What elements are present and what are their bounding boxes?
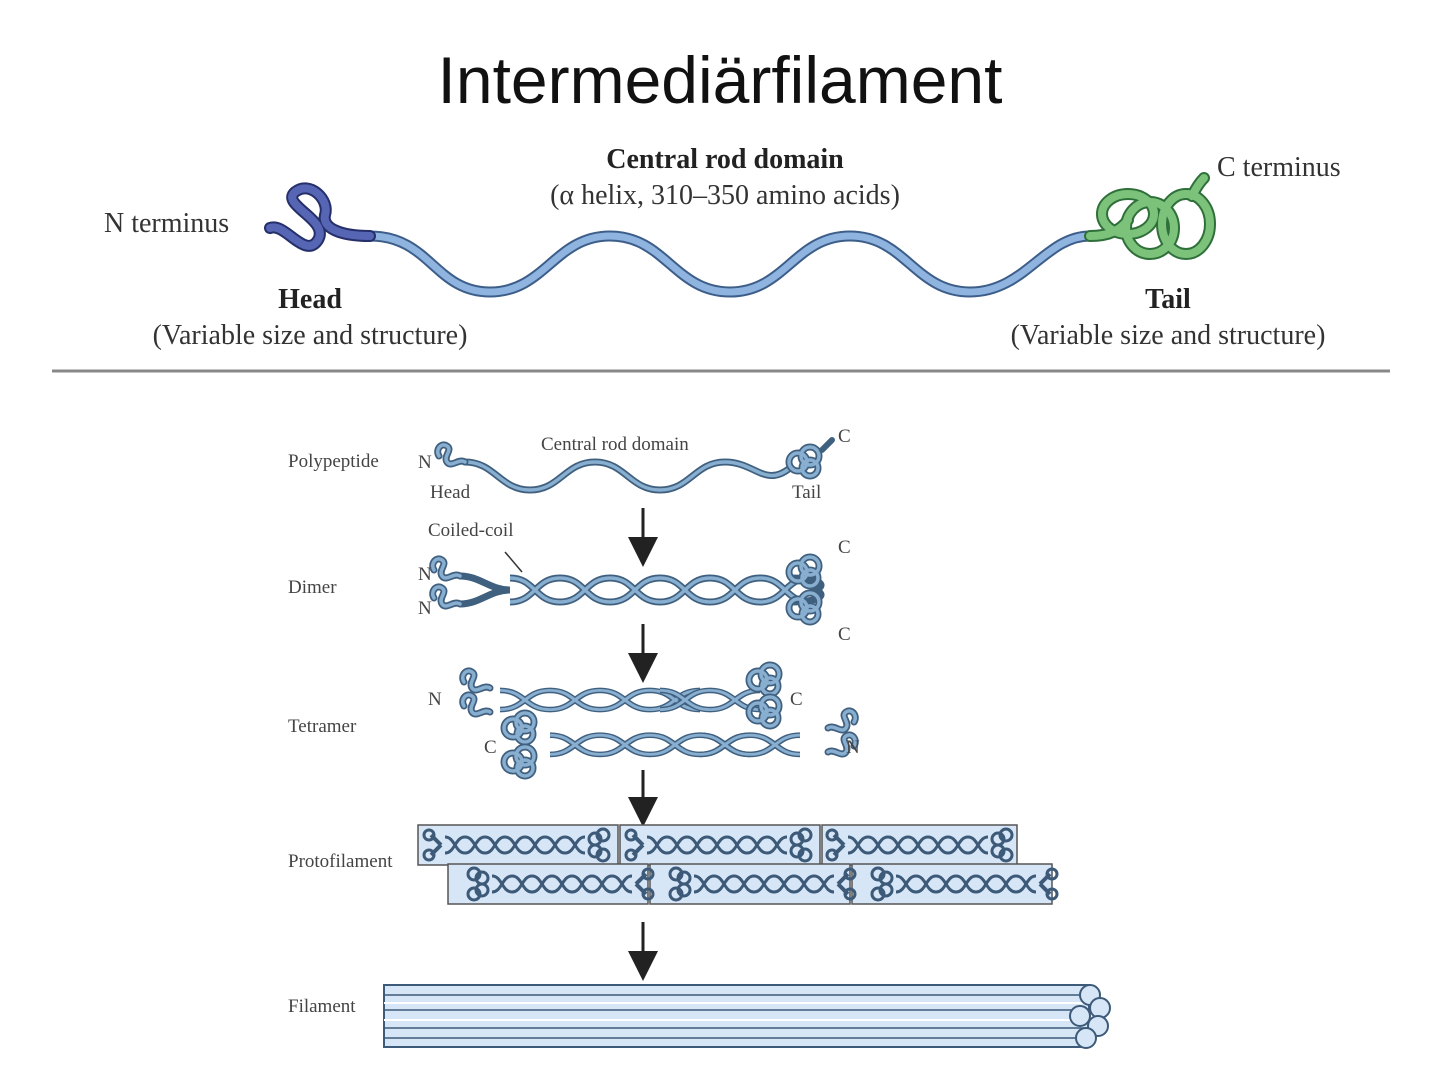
stage-tetramer: Tetramer — [288, 716, 357, 737]
tetramer-c2-label: C — [484, 737, 497, 758]
n-terminus-label: N terminus — [104, 208, 230, 239]
poly-n-label: N — [418, 452, 432, 473]
tetramer-n2-label: N — [846, 737, 860, 758]
dimer-n2-label: N — [418, 598, 432, 619]
head-label: Head — [278, 284, 342, 315]
tail-small-label: Tail — [792, 482, 822, 503]
stage-filament: Filament — [288, 996, 356, 1017]
tetramer-c1-label: C — [790, 689, 803, 710]
dimer-c2-label: C — [838, 624, 851, 645]
head-small-label: Head — [430, 482, 471, 503]
stage-polypeptide: Polypeptide — [288, 451, 379, 472]
polypeptide-diagram — [438, 437, 835, 494]
head-domain — [264, 182, 376, 252]
tail-domain — [1084, 172, 1216, 260]
tetramer-n1-label: N — [428, 689, 442, 710]
dimer-diagram — [433, 551, 825, 622]
page-title: Intermediärfilament — [437, 43, 1003, 117]
stage-protofilament: Protofilament — [288, 851, 393, 872]
dimer-c1-label: C — [838, 537, 851, 558]
tail-label: Tail — [1145, 284, 1191, 315]
tetramer-diagram — [463, 665, 856, 776]
head-sublabel: (Variable size and structure) — [152, 320, 468, 351]
stage-dimer: Dimer — [288, 577, 337, 598]
coiled-coil-pointer — [504, 551, 523, 573]
poly-c-label: C — [838, 426, 851, 447]
filament-diagram — [383, 984, 1111, 1049]
tail-sublabel: (Variable size and structure) — [1010, 320, 1326, 351]
dimer-n1-label: N — [418, 564, 432, 585]
central-rod-subtitle: (α helix, 310–350 amino acids) — [550, 180, 900, 211]
central-rod-small-label: Central rod domain — [541, 434, 689, 455]
central-rod-domain — [364, 230, 1096, 298]
c-terminus-label: C terminus — [1217, 152, 1341, 183]
central-rod-title: Central rod domain — [606, 144, 844, 175]
protofilament-diagram — [417, 824, 1059, 905]
coiled-coil-label: Coiled-coil — [428, 520, 514, 541]
